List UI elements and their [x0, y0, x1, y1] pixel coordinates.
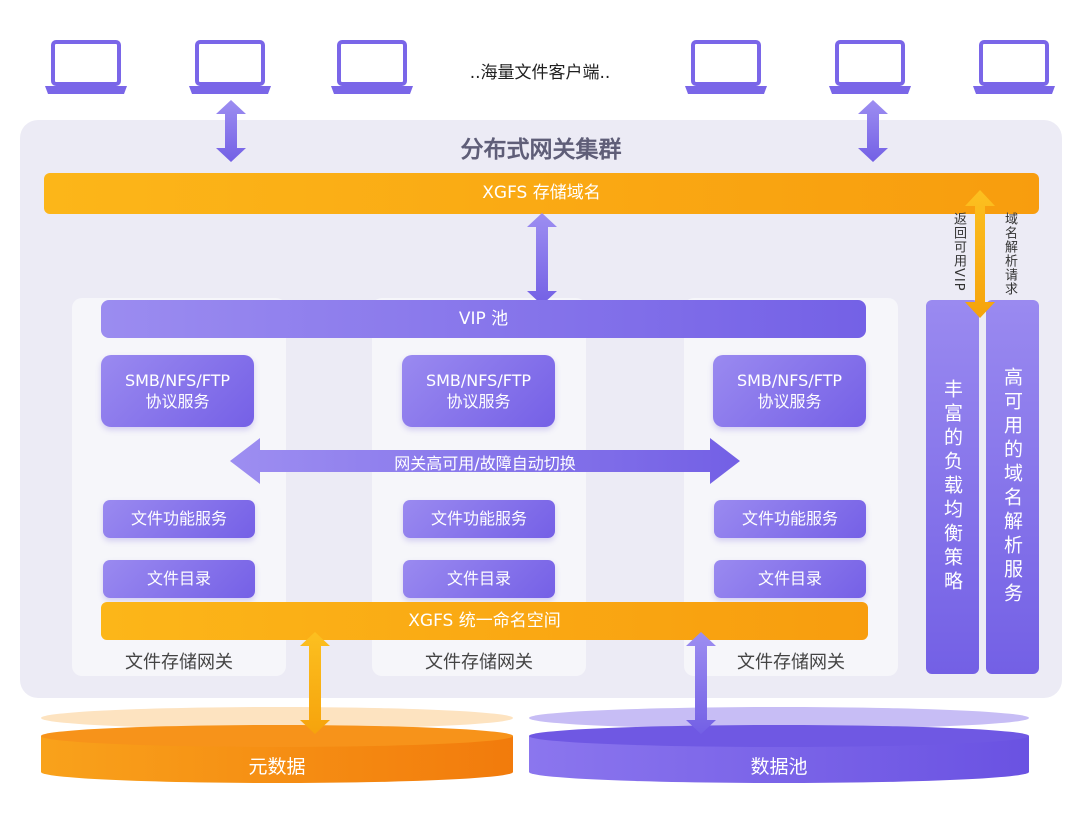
- laptop-icon: [188, 40, 272, 96]
- file-directory-box: 文件目录: [403, 560, 555, 598]
- load-balancing-label: 丰富的负载均衡策略: [941, 379, 963, 595]
- gateway-label: 文件存储网关: [425, 652, 533, 673]
- clients-label: ..海量文件客户端..: [469, 63, 611, 83]
- protocol-line: SMB/NFS/FTP: [425, 371, 532, 390]
- file-directory-box: 文件目录: [103, 560, 255, 598]
- protocol-line: 协议服务: [446, 392, 511, 411]
- vip-pool-bar: VIP 池: [101, 300, 866, 338]
- gateway-label: 文件存储网关: [125, 652, 233, 673]
- laptop-icon: [828, 40, 912, 96]
- load-balancing-column: 丰富的负载均衡策略: [926, 300, 979, 674]
- data-pool-arrow-icon: [686, 632, 716, 734]
- metadata-arrow-icon: [300, 632, 330, 734]
- failover-arrow-icon: [230, 438, 740, 484]
- file-service-box: 文件功能服务: [103, 500, 255, 538]
- data-pool-disk-icon: [529, 707, 1029, 783]
- laptop-icon: [44, 40, 128, 96]
- protocol-line: 协议服务: [145, 392, 210, 411]
- client-arrow-icon: [216, 100, 246, 162]
- laptop-icon: [972, 40, 1056, 96]
- protocol-service-box: SMB/NFS/FTP 协议服务: [713, 355, 866, 427]
- unified-namespace-bar: XGFS 统一命名空间: [101, 602, 868, 640]
- dns-service-column: 高可用的域名解析服务: [986, 300, 1039, 674]
- vip-arrow-icon: [527, 213, 557, 305]
- file-service-box: 文件功能服务: [403, 500, 555, 538]
- cluster-title: 分布式网关集群: [460, 137, 622, 163]
- protocol-line: 协议服务: [757, 392, 822, 411]
- data-pool-label: 数据池: [750, 756, 808, 778]
- dns-request-label: 域名解析请求: [1002, 212, 1017, 296]
- metadata-disk-icon: [41, 707, 513, 783]
- protocol-service-box: SMB/NFS/FTP 协议服务: [402, 355, 555, 427]
- return-vip-label: 返回可用VIP: [951, 212, 966, 292]
- client-arrow-icon: [858, 100, 888, 162]
- laptop-icon: [330, 40, 414, 96]
- laptop-icon: [684, 40, 768, 96]
- dns-arrow-icon: [965, 190, 995, 318]
- gateway-label: 文件存储网关: [737, 652, 845, 673]
- dns-service-label: 高可用的域名解析服务: [1001, 367, 1023, 607]
- metadata-label: 元数据: [248, 756, 306, 778]
- storage-domain-bar: XGFS 存储域名: [44, 173, 1039, 214]
- protocol-line: SMB/NFS/FTP: [736, 371, 843, 390]
- failover-label: 网关高可用/故障自动切换: [394, 454, 576, 473]
- file-service-box: 文件功能服务: [714, 500, 866, 538]
- file-directory-box: 文件目录: [714, 560, 866, 598]
- protocol-line: SMB/NFS/FTP: [124, 371, 231, 390]
- protocol-service-box: SMB/NFS/FTP 协议服务: [101, 355, 254, 427]
